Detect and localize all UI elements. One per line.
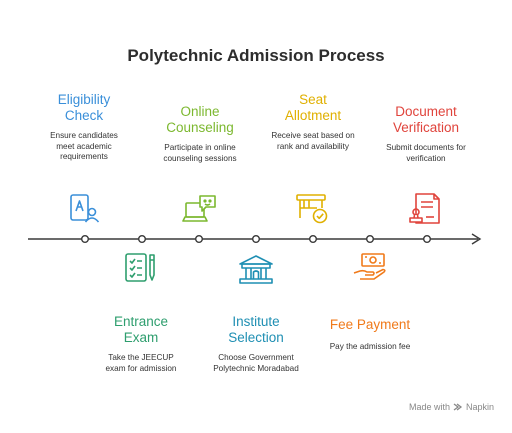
step-desc-document-verification: Submit documents for verification: [386, 143, 466, 163]
timeline-node: [194, 234, 203, 243]
hand-money-icon: [353, 253, 386, 280]
step-title-eligibility-check: Eligibility Check: [57, 92, 111, 123]
step-desc-seat-allotment: Receive seat based on rank and availabil…: [271, 131, 355, 151]
timeline-node: [251, 234, 260, 243]
step-title-fee-payment: Fee Payment: [329, 317, 411, 332]
institute-building-icon: [239, 255, 273, 284]
step-desc-online-counseling: Participate in online counseling session…: [163, 143, 237, 163]
step-title-entrance-exam: Entrance Exam: [113, 314, 169, 345]
step-desc-institute-selection: Choose Government Polytechnic Moradabad: [213, 353, 299, 373]
step-desc-entrance-exam: Take the JEECUP exam for admission: [105, 353, 177, 373]
timeline-node: [80, 234, 89, 243]
checklist-pencil-icon: [125, 253, 155, 282]
seat-check-icon: [296, 194, 328, 224]
step-desc-eligibility-check: Ensure candidates meet academic requirem…: [50, 131, 118, 161]
page-title: Polytechnic Admission Process: [127, 46, 385, 65]
timeline-node: [137, 234, 146, 243]
step-title-seat-allotment: Seat Allotment: [284, 92, 342, 123]
step-title-online-counseling: Online Counseling: [166, 104, 234, 135]
timeline-node: [366, 234, 375, 243]
step-desc-fee-payment: Pay the admission fee: [329, 342, 411, 351]
document-stamp-icon: [409, 193, 440, 224]
footer-brand: Napkin: [465, 402, 494, 412]
timeline-node: [423, 234, 432, 243]
laptop-chat-icon: [182, 195, 216, 222]
timeline-node: [309, 234, 318, 243]
footer-attribution[interactable]: Made with Napkin: [409, 402, 494, 412]
step-title-institute-selection: Institute Selection: [228, 314, 284, 345]
footer-text: Made with: [408, 402, 450, 412]
step-title-document-verification: Document Verification: [392, 104, 460, 135]
id-card-user-icon: [70, 194, 100, 223]
napkin-logo-icon: [453, 403, 463, 411]
timeline-arrowhead: [471, 233, 482, 245]
